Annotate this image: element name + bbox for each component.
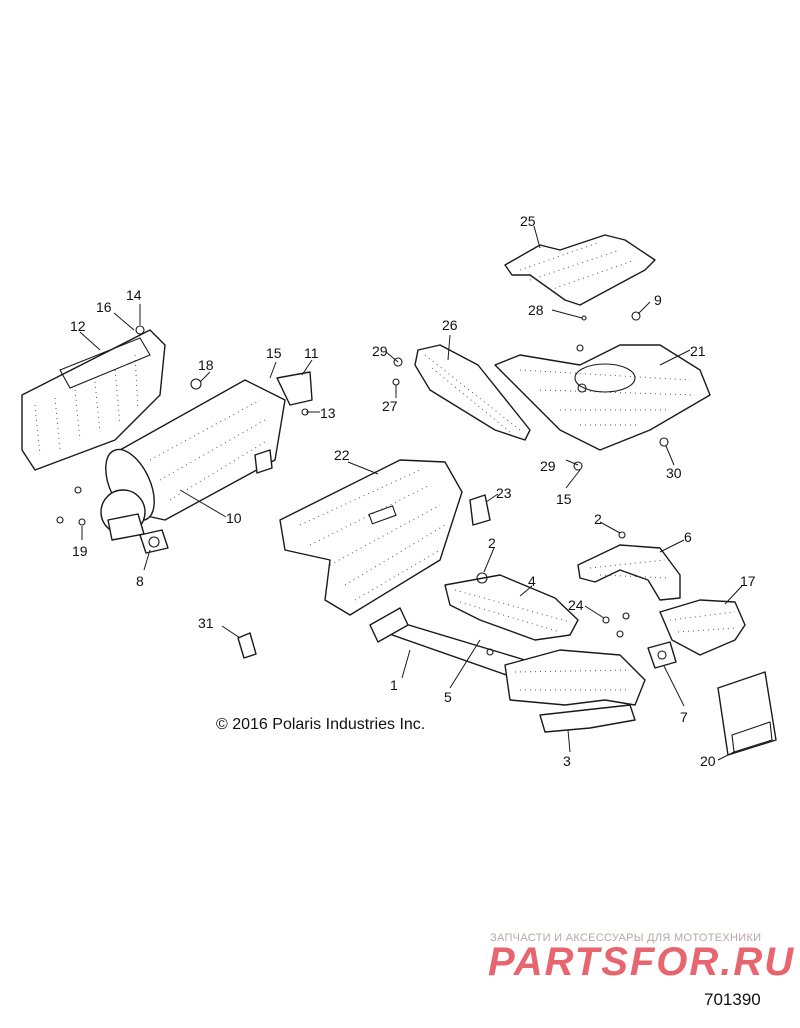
callout-numbers: 1 2 2 3 4 5 6 7 8 9 10 11 12 13 14 15 15… bbox=[70, 213, 756, 769]
callout-26: 26 bbox=[442, 317, 458, 333]
part-12-heat-shield bbox=[21, 329, 166, 471]
callout-24: 24 bbox=[568, 597, 584, 613]
part-3-catalyst bbox=[504, 649, 646, 733]
part-26-heat-shield bbox=[414, 344, 531, 441]
fasteners bbox=[56, 311, 669, 656]
callout-5: 5 bbox=[444, 689, 452, 705]
diagram-id: 701390 bbox=[704, 990, 761, 1009]
leader-lines bbox=[79, 225, 743, 761]
callout-4: 4 bbox=[528, 573, 536, 589]
callout-6: 6 bbox=[684, 529, 692, 545]
callout-30: 30 bbox=[666, 465, 682, 481]
part-22-heat-shield bbox=[279, 459, 463, 616]
watermark-brand-logo: PARTSFOR.RU bbox=[488, 940, 796, 984]
part-10-muffler bbox=[100, 379, 286, 541]
callout-25: 25 bbox=[520, 213, 536, 229]
watermark-tagline: ЗАПЧАСТИ И АКСЕССУАРЫ ДЛЯ МОТОТЕХНИКИ bbox=[490, 932, 762, 944]
callout-1: 1 bbox=[390, 677, 398, 693]
callout-18: 18 bbox=[198, 357, 214, 373]
callout-2-b: 2 bbox=[594, 511, 602, 527]
part-17-heat-shield bbox=[659, 599, 746, 656]
part-23-bracket bbox=[469, 494, 491, 526]
part-31-clip bbox=[237, 632, 257, 659]
part-4-heat-shield bbox=[444, 574, 579, 641]
callout-17: 17 bbox=[740, 573, 756, 589]
part-25-heat-shield bbox=[504, 234, 656, 306]
callout-14: 14 bbox=[126, 287, 142, 303]
callout-2-a: 2 bbox=[488, 535, 496, 551]
callout-13: 13 bbox=[320, 405, 336, 421]
callout-3: 3 bbox=[563, 753, 571, 769]
callout-11: 11 bbox=[304, 345, 319, 361]
callout-15-a: 15 bbox=[266, 345, 282, 361]
callout-16: 16 bbox=[96, 299, 112, 315]
part-20-plate bbox=[717, 671, 777, 756]
callout-29-b: 29 bbox=[540, 458, 556, 474]
callout-19: 19 bbox=[72, 543, 88, 559]
callout-15-b: 15 bbox=[556, 491, 572, 507]
part-21-heat-shield bbox=[494, 344, 711, 451]
callout-20: 20 bbox=[700, 753, 716, 769]
part-11-bracket bbox=[276, 371, 313, 406]
copyright-notice: © 2016 Polaris Industries Inc. bbox=[216, 716, 426, 733]
callout-27: 27 bbox=[382, 398, 398, 414]
part-1-head-pipe bbox=[369, 607, 526, 679]
callout-7: 7 bbox=[680, 709, 688, 725]
callout-29-a: 29 bbox=[372, 343, 388, 359]
callout-8: 8 bbox=[136, 573, 144, 589]
callout-21: 21 bbox=[690, 343, 706, 359]
callout-12: 12 bbox=[70, 318, 86, 334]
part-7-gasket bbox=[647, 641, 677, 669]
callout-23: 23 bbox=[496, 485, 512, 501]
callout-28: 28 bbox=[528, 302, 544, 318]
callout-10: 10 bbox=[226, 510, 242, 526]
part-8-gasket bbox=[139, 529, 169, 554]
part-6-heat-shield bbox=[577, 544, 681, 601]
callout-31: 31 bbox=[198, 615, 214, 631]
callout-22: 22 bbox=[334, 447, 350, 463]
callout-9: 9 bbox=[654, 292, 662, 308]
